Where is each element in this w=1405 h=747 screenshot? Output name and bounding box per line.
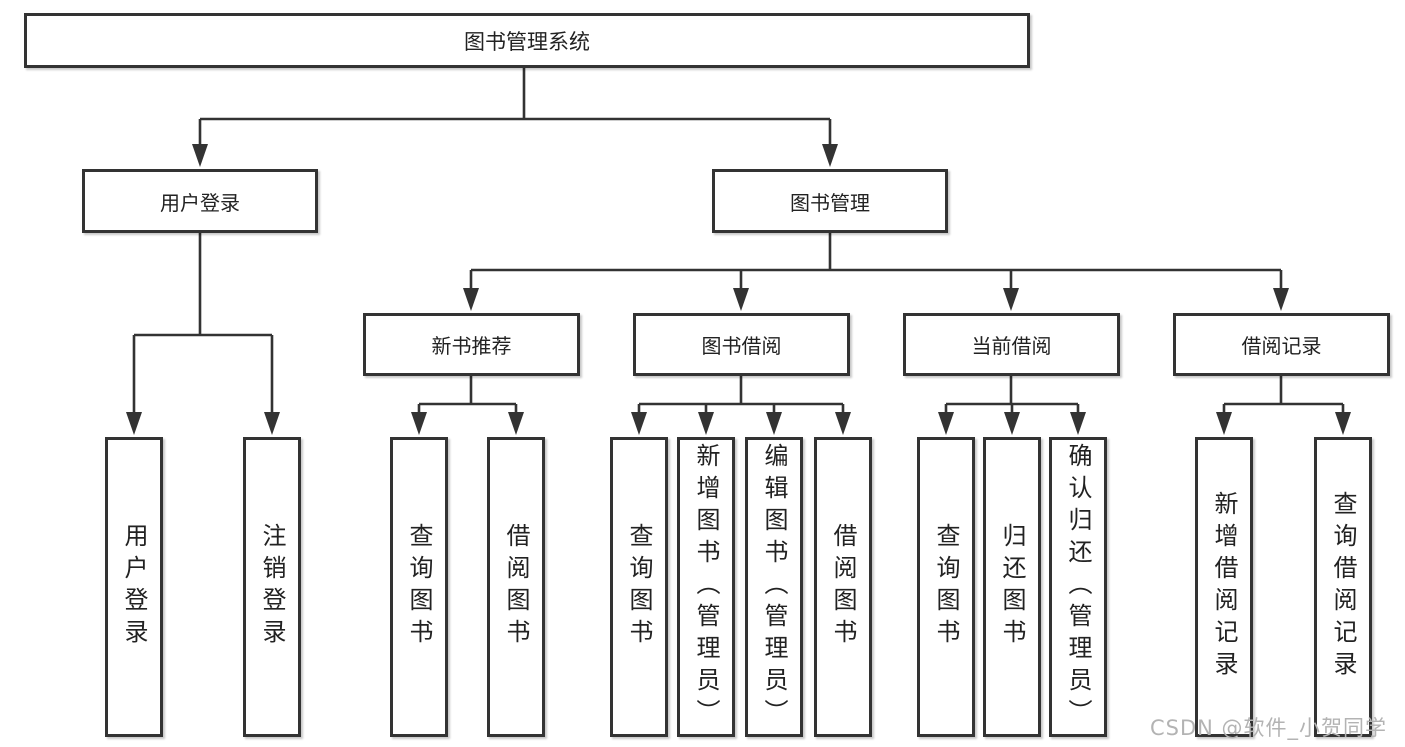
- leaf-user-login: 用户登录: [105, 437, 163, 737]
- leaf-borrow-books-recommend: 借阅图书: [487, 437, 545, 737]
- node-borrow-records: 借阅记录: [1173, 313, 1390, 376]
- leaf-borrow-books: 借阅图书: [814, 437, 872, 737]
- leaf-query-borrow-record: 查询借阅记录: [1314, 437, 1372, 737]
- leaf-confirm-return-admin: 确认归还（管理员）: [1049, 437, 1107, 737]
- leaf-query-books-current: 查询图书: [917, 437, 975, 737]
- leaf-edit-books-admin: 编辑图书（管理员）: [745, 437, 803, 737]
- leaf-add-borrow-record: 新增借阅记录: [1195, 437, 1253, 737]
- node-new-book-recommend: 新书推荐: [363, 313, 580, 376]
- csdn-watermark: CSDN @软件_小贺同学: [1150, 716, 1388, 740]
- node-book-borrow: 图书借阅: [633, 313, 850, 376]
- node-book-management: 图书管理: [712, 169, 948, 233]
- leaf-query-books-borrow: 查询图书: [610, 437, 668, 737]
- leaf-add-books-admin: 新增图书（管理员）: [677, 437, 735, 737]
- leaf-query-books-recommend: 查询图书: [390, 437, 448, 737]
- node-root: 图书管理系统: [24, 13, 1030, 68]
- leaf-logout: 注销登录: [243, 437, 301, 737]
- node-user-login: 用户登录: [82, 169, 318, 233]
- node-current-borrow: 当前借阅: [903, 313, 1120, 376]
- leaf-return-books: 归还图书: [983, 437, 1041, 737]
